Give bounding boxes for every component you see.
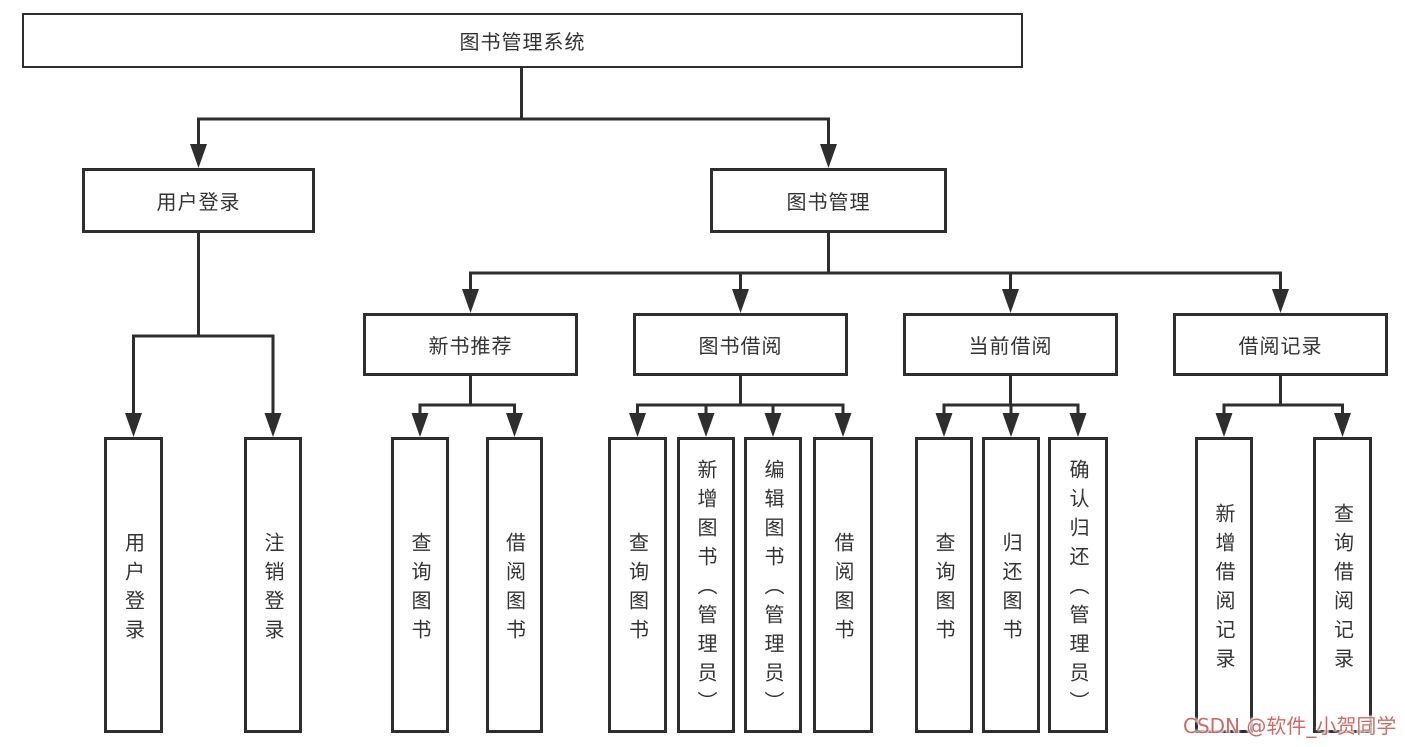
leaf-query-books: 查询图书 [915, 437, 973, 733]
node-label: 新书推荐 [428, 334, 513, 358]
leaf-query-books: 查询图书 [608, 437, 667, 733]
node-user-login: 用户登录 [82, 168, 315, 233]
leaf-logout: 注销登录 [244, 437, 302, 733]
node-label: 图书管理 [786, 190, 871, 214]
leaf-edit-books-admin: 编辑图书（管理员） [744, 437, 802, 733]
leaf-label: 编辑图书（管理员） [761, 459, 785, 720]
leaf-label: 用户登录 [121, 531, 146, 648]
node-book-borrow: 图书借阅 [633, 313, 848, 376]
leaf-label: 查询图书 [932, 531, 956, 648]
leaf-add-books-admin: 新增图书（管理员） [677, 437, 735, 733]
leaf-label: 新增图书（管理员） [694, 459, 718, 720]
leaf-user-login: 用户登录 [104, 437, 163, 733]
node-label: 用户登录 [156, 190, 241, 214]
leaf-query-borrow-record: 查询借阅记录 [1313, 437, 1372, 733]
node-label: 图书管理系统 [459, 30, 586, 54]
node-book-management: 图书管理 [710, 168, 947, 233]
leaf-label: 查询图书 [408, 531, 432, 648]
node-current-borrow: 当前借阅 [903, 313, 1118, 376]
leaf-query-books: 查询图书 [391, 437, 449, 733]
node-borrow-records: 借阅记录 [1173, 313, 1388, 376]
leaf-return-books: 归还图书 [982, 437, 1040, 733]
leaf-label: 查询借阅记录 [1330, 502, 1355, 677]
node-library-management-system: 图书管理系统 [22, 13, 1023, 68]
leaf-confirm-return-admin: 确认归还（管理员） [1048, 437, 1108, 733]
leaf-label: 新增借阅记录 [1212, 502, 1236, 677]
leaf-borrow-books: 借阅图书 [813, 437, 873, 733]
leaf-label: 借阅图书 [502, 531, 527, 648]
node-label: 借阅记录 [1238, 334, 1323, 358]
node-new-book-recommend: 新书推荐 [363, 313, 578, 376]
leaf-label: 借阅图书 [831, 531, 855, 648]
leaf-label: 查询图书 [625, 531, 650, 648]
node-label: 图书借阅 [698, 334, 783, 358]
leaf-add-borrow-record: 新增借阅记录 [1195, 437, 1253, 733]
leaf-borrow-books: 借阅图书 [486, 437, 543, 733]
watermark: CSDN @软件_小贺同学 [1183, 714, 1397, 738]
leaf-label: 确认归还（管理员） [1066, 459, 1090, 720]
leaf-label: 注销登录 [261, 531, 285, 648]
node-label: 当前借阅 [968, 334, 1053, 358]
leaf-label: 归还图书 [999, 531, 1023, 648]
